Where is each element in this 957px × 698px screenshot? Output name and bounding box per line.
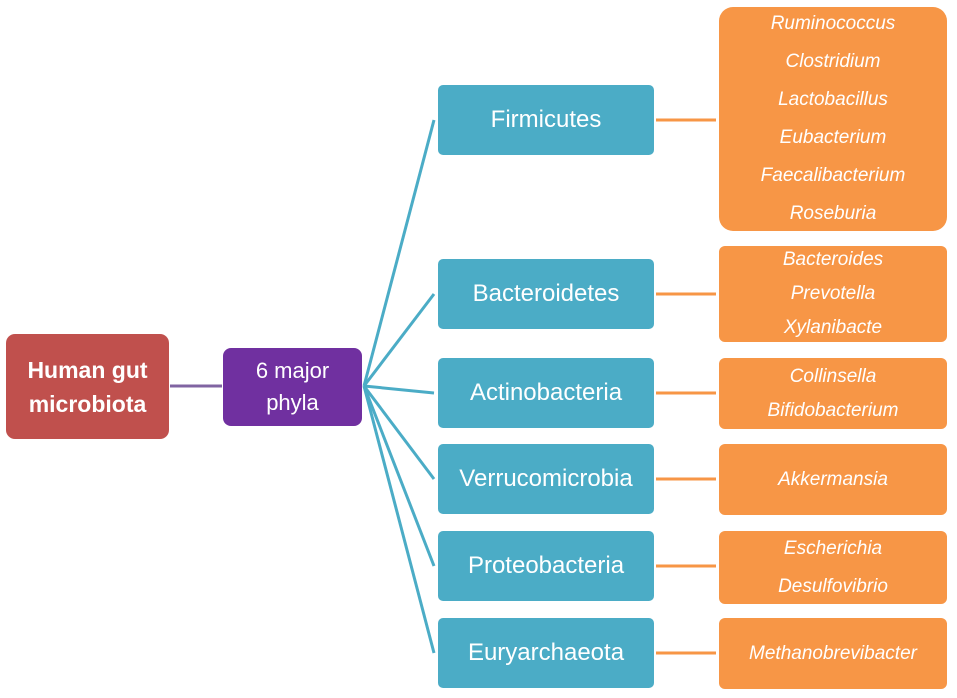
- phylum-node-proteobacteria: Proteobacteria: [438, 531, 654, 601]
- genus-label: Ruminococcus: [770, 13, 896, 34]
- hub-label-line2: phyla: [266, 390, 319, 415]
- genus-label: Xylanibacte: [783, 317, 883, 338]
- genera-node-bacteroidetes: Bacteroides Prevotella Xylanibacte: [719, 246, 947, 342]
- phylum-label: Actinobacteria: [469, 379, 623, 406]
- genera-node-proteobacteria: Escherichia Desulfovibrio: [719, 531, 947, 604]
- genus-label: Clostridium: [785, 51, 881, 72]
- genus-label: Lactobacillus: [778, 89, 888, 110]
- link-hub-to-proteobacteria: [362, 385, 436, 567]
- link-hub-to-firmicutes: [362, 119, 436, 387]
- genus-label: Eubacterium: [779, 127, 887, 148]
- phylum-label: Bacteroidetes: [472, 280, 620, 307]
- genera-node-firmicutes: Ruminococcus Clostridium Lactobacillus E…: [719, 7, 947, 231]
- genus-label: Roseburia: [789, 203, 877, 224]
- root-label-line1: Human gut: [27, 356, 148, 383]
- genus-label: Bifidobacterium: [767, 399, 899, 421]
- genus-label: Akkermansia: [778, 468, 888, 490]
- genera-links: [656, 118, 716, 655]
- phylum-node-verrucomicrobia: Verrucomicrobia: [438, 444, 654, 514]
- root-node: Human gut microbiota: [6, 334, 169, 439]
- link-hub-to-actinobacteria: [363, 384, 435, 395]
- root-label-line2: microbiota: [28, 390, 147, 417]
- genus-label: Collinsella: [789, 365, 877, 387]
- genus-label: Faecalibacterium: [760, 165, 906, 186]
- genus-label: Bacteroides: [782, 249, 884, 270]
- phylum-label: Proteobacteria: [467, 552, 625, 579]
- genus-label: Escherichia: [783, 537, 883, 559]
- phylum-label: Firmicutes: [490, 106, 602, 133]
- phylum-label: Verrucomicrobia: [459, 465, 633, 492]
- hub-label-line1: 6 major: [255, 358, 330, 383]
- phylum-links: [362, 119, 436, 654]
- phylum-node-bacteroidetes: Bacteroidetes: [438, 259, 654, 329]
- phylum-node-actinobacteria: Actinobacteria: [438, 358, 654, 428]
- phylum-label: Euryarchaeota: [467, 639, 625, 666]
- genus-label: Prevotella: [790, 283, 876, 304]
- link-hub-to-verrucomicrobia: [362, 385, 436, 480]
- genera-node-actinobacteria: Collinsella Bifidobacterium: [719, 358, 947, 429]
- genera-node-euryarchaeota: Methanobrevibacter: [719, 618, 947, 689]
- genus-label: Desulfovibrio: [778, 575, 888, 597]
- genera-node-verrucomicrobia: Akkermansia: [719, 444, 947, 515]
- phylum-node-firmicutes: Firmicutes: [438, 85, 654, 155]
- link-hub-to-euryarchaeota: [362, 385, 436, 654]
- genus-label: Methanobrevibacter: [749, 642, 917, 664]
- link-hub-to-bacteroidetes: [362, 293, 436, 387]
- phylum-node-euryarchaeota: Euryarchaeota: [438, 618, 654, 688]
- phyla-hub-node: 6 major phyla: [223, 348, 362, 426]
